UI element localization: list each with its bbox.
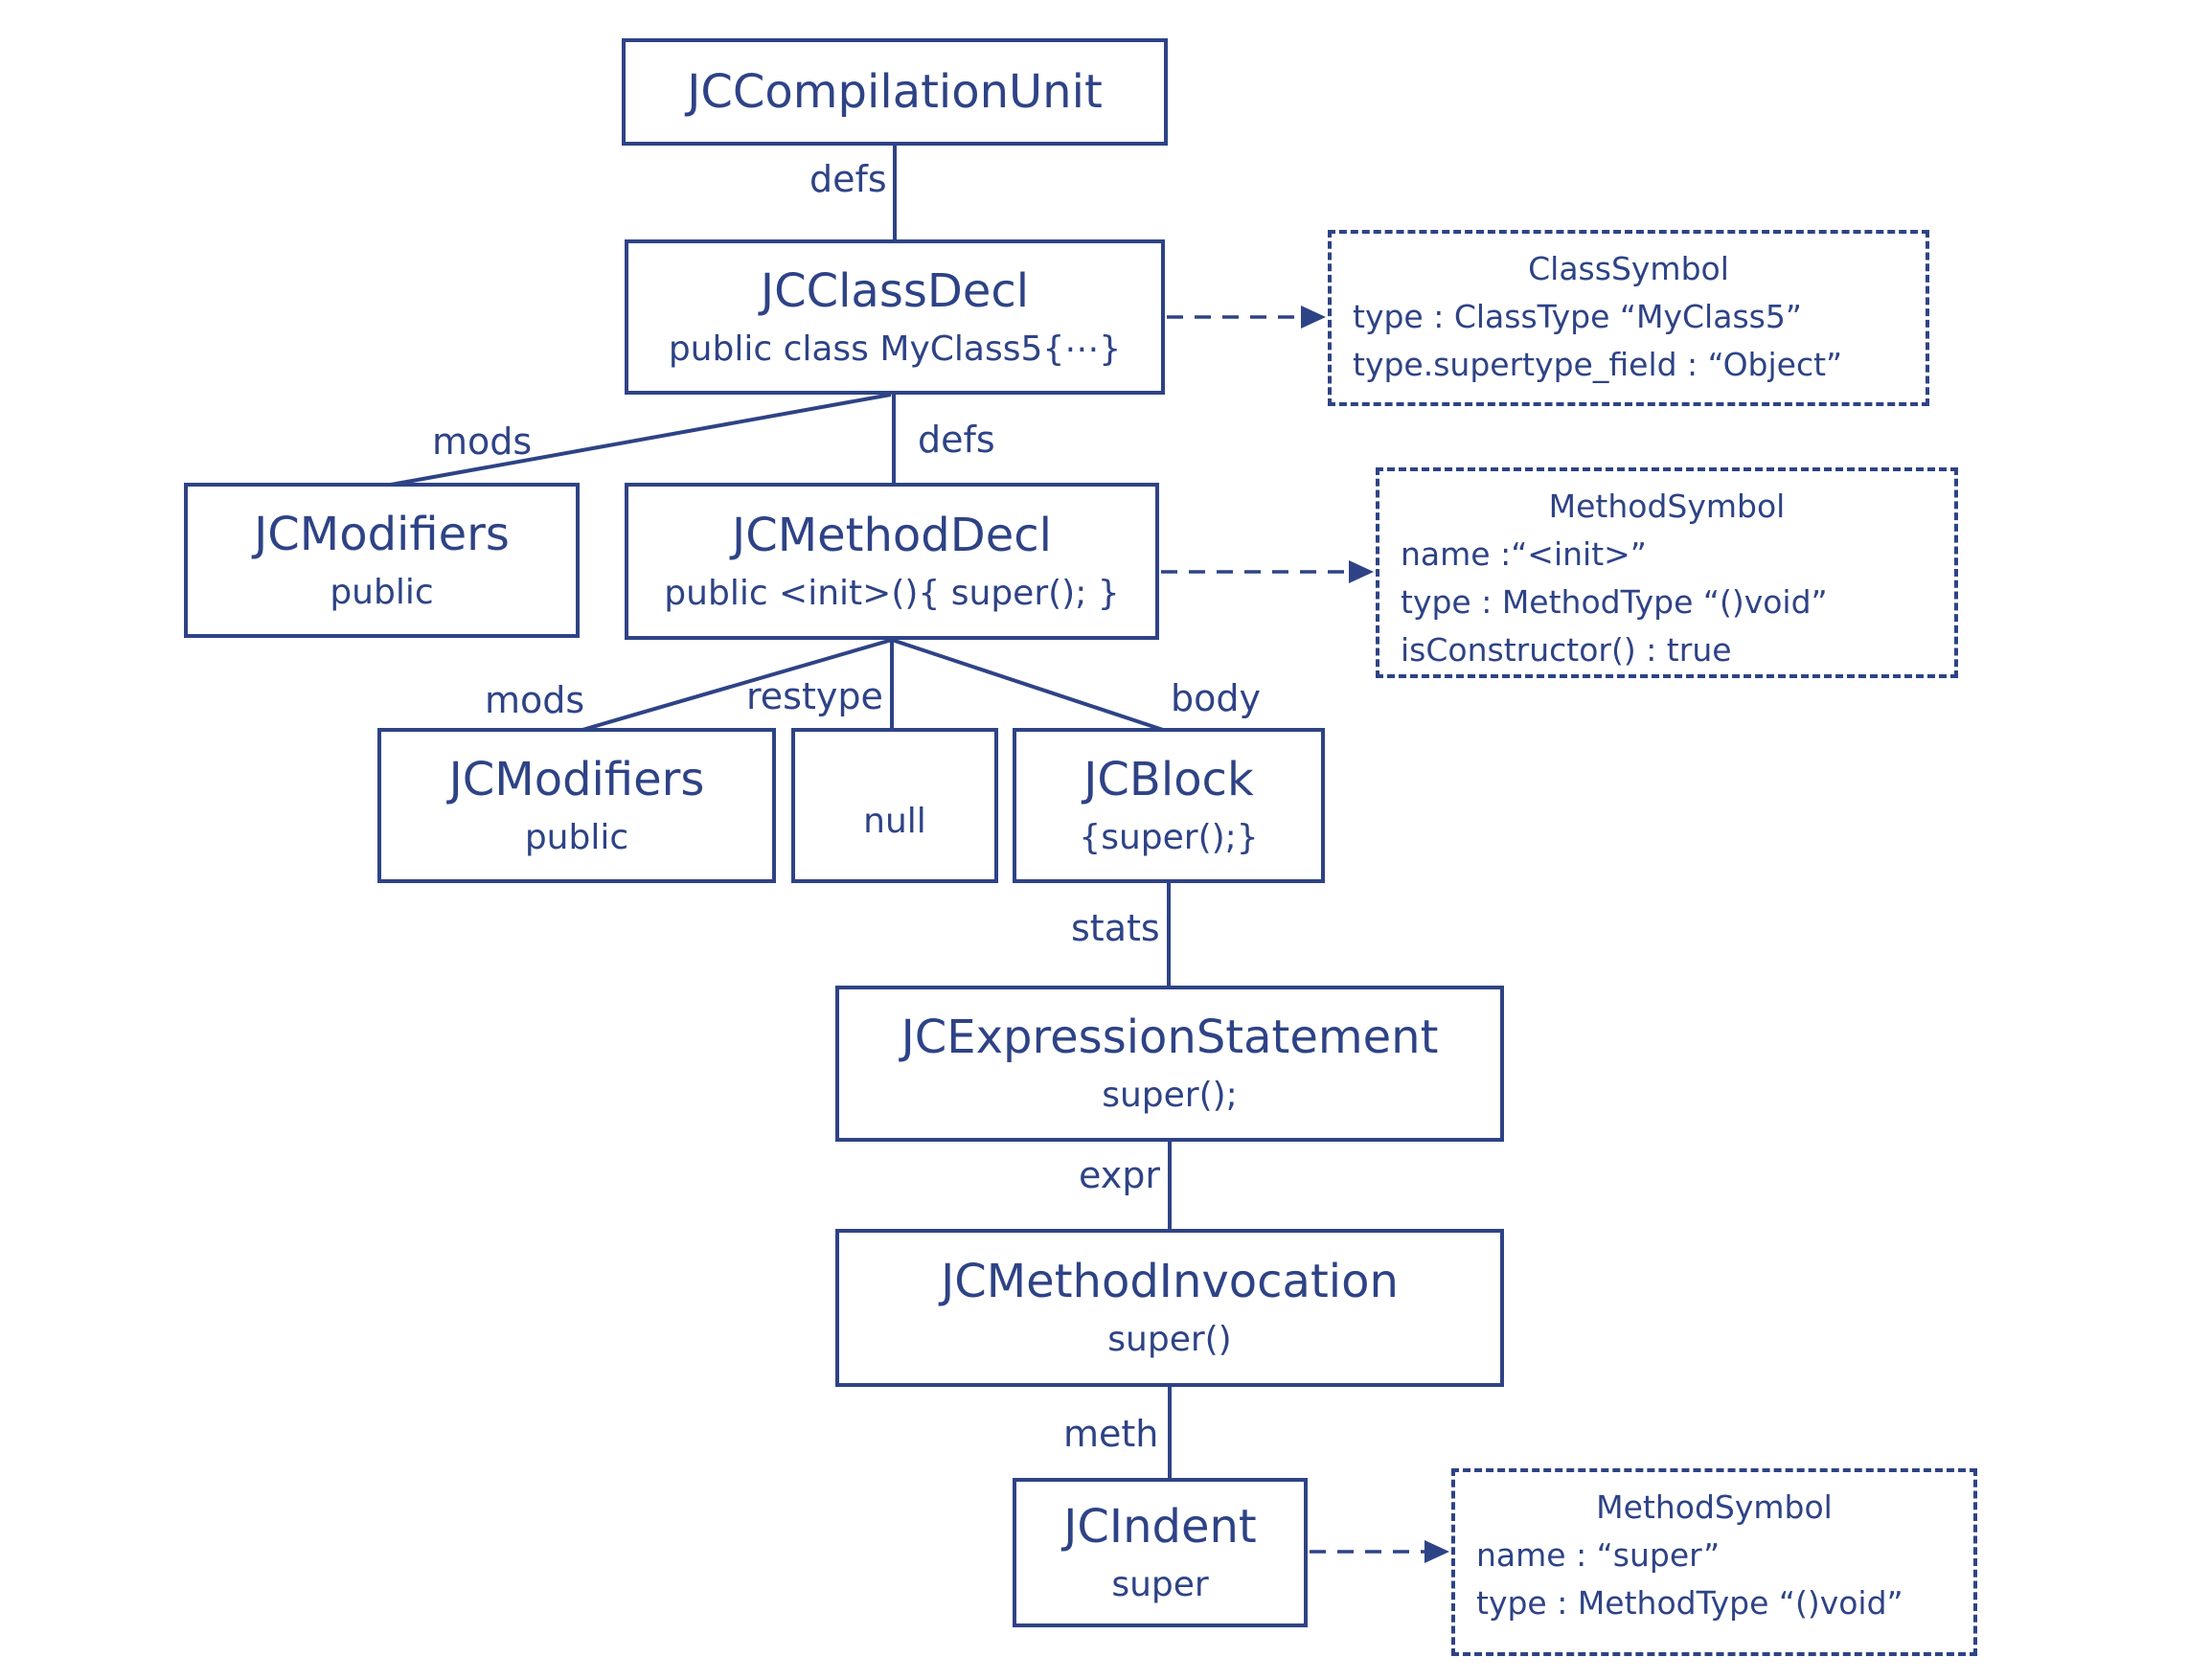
node-subtitle: null [863, 802, 926, 842]
node-jcmethoddecl: JCMethodDecl public <init>(){ super(); } [625, 483, 1159, 640]
symbol-box-classsymbol: ClassSymbol type : ClassType “MyClass5” … [1328, 230, 1929, 406]
node-subtitle: super() [1107, 1320, 1232, 1360]
symbol-box-methodsymbol-init: MethodSymbol name :“<init>” type : Metho… [1376, 467, 1958, 678]
node-subtitle: super(); [1102, 1076, 1238, 1116]
edge-label-stats: stats [1071, 907, 1160, 949]
node-jcclassdecl: JCClassDecl public class MyClass5{⋯} [625, 239, 1165, 395]
symbol-title: MethodSymbol [1596, 1488, 1833, 1526]
node-subtitle: {super();} [1079, 817, 1259, 857]
edge-label-meth: meth [1063, 1413, 1159, 1455]
edge-label-mods-class: mods [432, 420, 533, 463]
node-jcmodifiers-class: JCModifiers public [184, 483, 580, 638]
edge-label-defs-class: defs [918, 419, 995, 461]
symbol-line: name : “super” [1476, 1536, 1721, 1575]
arrowhead-methodsymbol-super-icon [1424, 1540, 1449, 1563]
node-jcmethodinvocation: JCMethodInvocation super() [835, 1229, 1504, 1387]
edge-label-defs-top: defs [809, 158, 887, 200]
edge-label-expr: expr [1079, 1154, 1160, 1196]
symbol-title: MethodSymbol [1548, 488, 1786, 525]
edge-label-restype: restype [746, 675, 883, 717]
symbol-line: type.supertype_field : “Object” [1353, 346, 1843, 384]
node-subtitle: public class MyClass5{⋯} [668, 329, 1122, 369]
node-title: JCBlock [1083, 752, 1254, 806]
node-title: JCMethodDecl [732, 508, 1052, 562]
symbol-line: type : ClassType “MyClass5” [1353, 298, 1802, 336]
symbol-line: isConstructor() : true [1401, 631, 1732, 670]
symbol-line: name :“<init>” [1401, 535, 1647, 574]
edge-mods-class [390, 393, 892, 487]
arrowhead-methodsymbol-init-icon [1349, 560, 1374, 583]
symbol-line: type : MethodType “()void” [1401, 583, 1828, 622]
symbol-title: ClassSymbol [1528, 250, 1729, 287]
node-title: JCExpressionStatement [900, 1010, 1439, 1065]
node-subtitle: public [330, 572, 434, 612]
node-subtitle: super [1111, 1564, 1209, 1604]
node-title: JCModifiers [254, 507, 510, 561]
edge-body [891, 638, 1164, 732]
node-title: JCModifiers [448, 752, 705, 806]
node-jccompilationunit: JCCompilationUnit [622, 38, 1168, 146]
arrowhead-classsymbol-icon [1301, 306, 1326, 329]
node-null: null [791, 728, 998, 883]
edge-label-body: body [1171, 677, 1261, 719]
node-title: JCClassDecl [760, 263, 1030, 318]
edge-mods-method [581, 638, 893, 732]
symbol-line: type : MethodType “()void” [1476, 1584, 1903, 1623]
node-title: JCIndent [1063, 1499, 1257, 1554]
node-subtitle: public <init>(){ super(); } [664, 573, 1120, 613]
node-subtitle: public [524, 817, 629, 857]
node-title: JCMethodInvocation [941, 1255, 1399, 1309]
symbol-box-methodsymbol-super: MethodSymbol name : “super” type : Metho… [1451, 1468, 1977, 1656]
node-jcindent: JCIndent super [1013, 1478, 1308, 1627]
node-jcmodifiers-method: JCModifiers public [377, 728, 776, 883]
node-jcexpressionstatement: JCExpressionStatement super(); [835, 986, 1504, 1142]
node-title: JCCompilationUnit [687, 64, 1103, 119]
edge-label-mods-method: mods [485, 679, 585, 721]
node-jcblock: JCBlock {super();} [1013, 728, 1325, 883]
